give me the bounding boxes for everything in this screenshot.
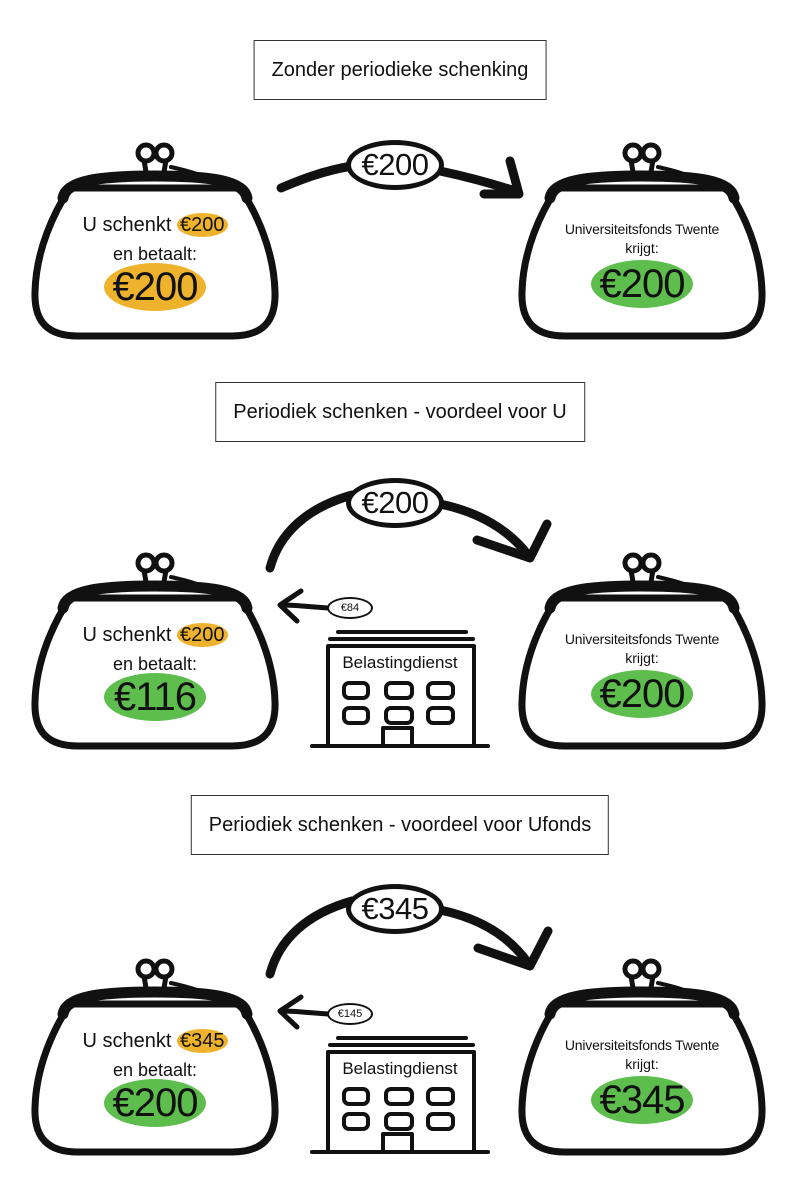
- arrowhead-icon: [472, 519, 552, 563]
- donor-pays-amount: €200: [104, 263, 206, 311]
- section-title: Periodiek schenken - voordeel voor U: [215, 382, 585, 442]
- recipient-purse: Universiteitsfonds Twente krijgt: €345: [517, 956, 767, 1156]
- donor-gives-amount: €345: [177, 1029, 228, 1053]
- tax-refund-amount: €145: [327, 1003, 373, 1025]
- donor-pays-amount: €116: [104, 673, 206, 721]
- donor-purse: U schenkt €200 en betaalt: €200: [30, 140, 280, 340]
- building-icon: [310, 630, 490, 748]
- section-title: Periodiek schenken - voordeel voor Ufond…: [190, 795, 610, 855]
- recipient-name: Universiteitsfonds Twente: [564, 221, 720, 237]
- recipient-receives-amount: €200: [591, 260, 693, 308]
- transfer-amount: €200: [346, 478, 444, 528]
- donor-gives-amount: €200: [177, 213, 228, 237]
- transfer-arrow-icon: [265, 490, 552, 624]
- transfer-arc-left: [265, 896, 357, 979]
- recipient-purse: Universiteitsfonds Twente krijgt: €200: [517, 140, 767, 340]
- recipient-receives-amount: €345: [591, 1076, 693, 1124]
- donor-gives-line: U schenkt €200: [30, 212, 280, 238]
- donor-purse: U schenkt €200 en betaalt: €116: [30, 550, 280, 750]
- transfer-arc-right: [435, 905, 533, 968]
- transfer-amount: €345: [346, 884, 444, 934]
- recipient-receives-amount: €200: [591, 670, 693, 718]
- donor-pays-label: en betaalt:: [112, 1060, 198, 1080]
- transfer-arrow-line-left: [276, 161, 357, 193]
- recipient-name: Universiteitsfonds Twente: [564, 631, 720, 647]
- section-benefit-for-fund: Periodiek schenken - voordeel voor Ufond…: [0, 768, 800, 1188]
- transfer-arc-right: [435, 499, 533, 560]
- recipient-name: Universiteitsfonds Twente: [564, 1037, 720, 1053]
- donor-pays-label: en betaalt:: [112, 654, 198, 674]
- refund-arrowhead-icon: [277, 588, 304, 624]
- tax-refund-amount: €84: [327, 597, 373, 619]
- donor-gives-amount: €200: [177, 623, 228, 647]
- donor-gives-label: U schenkt: [82, 624, 172, 646]
- transfer-arrow-icon: [265, 896, 553, 1030]
- refund-arrow-line: [278, 1008, 331, 1017]
- donor-gives-label: U schenkt: [82, 1030, 172, 1052]
- refund-arrowhead-icon: [277, 994, 304, 1030]
- tax-authority-label: Belastingdienst: [342, 1059, 458, 1078]
- refund-arrow-line: [278, 602, 331, 611]
- arrowhead-icon: [473, 926, 553, 971]
- donor-gives-label: U schenkt: [82, 214, 172, 236]
- donor-pays-amount: €200: [104, 1079, 206, 1127]
- section-without-periodic-gift: Zonder periodieke schenking U schenkt €2…: [0, 0, 800, 360]
- section-benefit-for-donor: Periodiek schenken - voordeel voor U U s…: [0, 362, 800, 768]
- tax-authority-label: Belastingdienst: [342, 653, 458, 672]
- donor-pays-label: en betaalt:: [112, 244, 198, 264]
- recipient-receives-label: krijgt:: [625, 1056, 659, 1072]
- recipient-purse: Universiteitsfonds Twente krijgt: €200: [517, 550, 767, 750]
- section-title: Zonder periodieke schenking: [253, 40, 547, 100]
- donor-gives-line: U schenkt €345: [30, 1028, 280, 1054]
- transfer-arrow-line-right: [435, 166, 523, 197]
- recipient-receives-label: krijgt:: [625, 240, 659, 256]
- transfer-arrow-icon: [276, 156, 524, 199]
- recipient-receives-label: krijgt:: [625, 650, 659, 666]
- donor-purse: U schenkt €345 en betaalt: €200: [30, 956, 280, 1156]
- arrowhead-icon: [479, 156, 524, 199]
- donor-gives-line: U schenkt €200: [30, 622, 280, 648]
- transfer-amount: €200: [346, 140, 444, 190]
- building-icon: [310, 1036, 490, 1154]
- transfer-arc-left: [265, 490, 357, 573]
